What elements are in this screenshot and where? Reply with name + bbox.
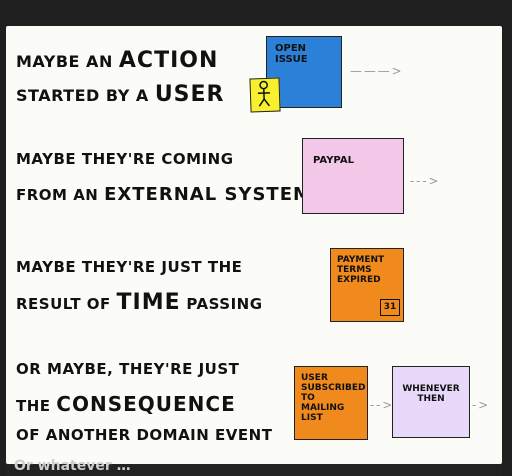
paypal-note: Paypal [302,138,404,214]
row3-text-line2: Result of Time passing [16,290,263,315]
bottom-partial-text: Or whatever … [14,458,131,474]
calendar-icon: 31 [380,299,400,316]
user-note [249,77,281,113]
user-stick-figure-icon [257,80,270,107]
row2-text-line1: Maybe they're coming [16,150,234,168]
row1-text-line1: Maybe an Action [16,48,219,73]
row2-text-line2: From an External System [16,184,312,205]
arrow-subscribed: - - > [370,398,392,412]
row4-text-line2: the Consequence [16,392,236,416]
bottom-strip [6,464,502,476]
row4-text-line3: of another Domain Event [16,426,273,444]
row4-text-line1: Or maybe, they're just [16,360,240,378]
row3-text-line1: Maybe they're just the [16,258,243,276]
policy-note: Whenever then [392,366,470,438]
arrow-open-issue: — — — > [350,64,401,78]
payment-terms-expired-note: Payment Terms Expired [330,248,404,322]
arrow-policy: - > [472,398,488,412]
row1-text-line2: Started by a User [16,82,225,107]
arrow-paypal: - - - > [410,174,438,188]
user-subscribed-note: User subscribed to mailing list [294,366,368,440]
calendar-number: 31 [383,302,397,312]
